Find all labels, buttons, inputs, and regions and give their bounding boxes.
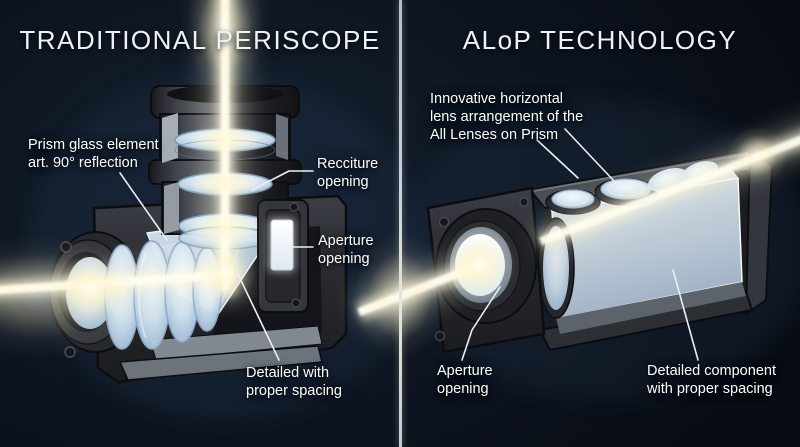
label-aperture-opening-right: Aperture opening	[437, 363, 493, 397]
label-detailed-component-right: Detailed component with proper spacing	[647, 363, 776, 397]
panel-divider	[399, 0, 402, 447]
label-detailed-spacing-left: Detailed with proper spacing	[246, 365, 342, 399]
label-aperture-opening-left: Aperture opening	[318, 233, 374, 267]
horizontal-light-beam	[0, 234, 256, 358]
right-panel-title: ALoP TECHNOLOGY	[462, 25, 738, 55]
label-recciture-opening: Recciture opening	[317, 156, 379, 190]
diagonal-light-beam	[349, 96, 800, 360]
periscope-aperture-plate	[257, 199, 309, 313]
label-lens-arrangement: Innovative horizontal lens arrangement o…	[430, 91, 584, 143]
leader-lines	[119, 128, 699, 361]
label-prism-glass-element: Prism glass element art. 90° reflection	[28, 137, 159, 171]
left-panel-title: TRADITIONAL PERISCOPE	[19, 25, 381, 55]
